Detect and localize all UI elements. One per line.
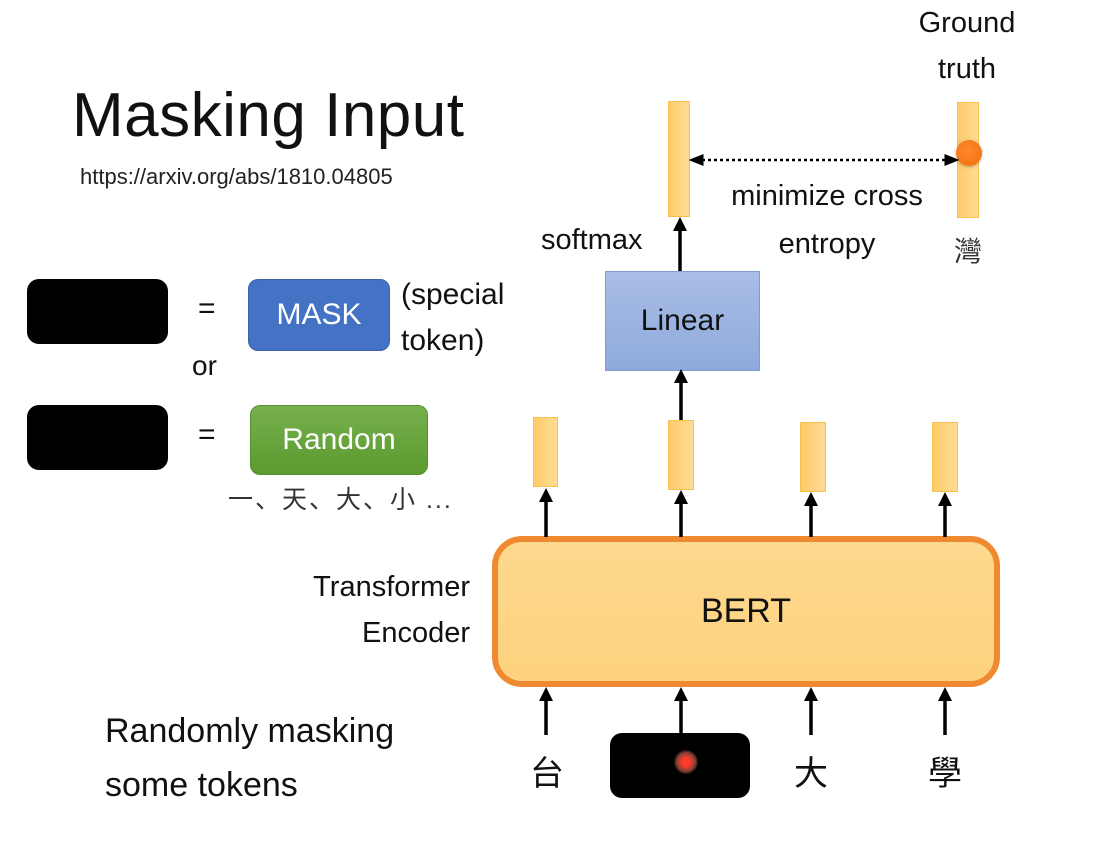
bert-output-vector-3	[800, 422, 826, 492]
ground-truth-line-2: truth	[937, 53, 997, 85]
encoder-label-line-2: Encoder	[361, 617, 470, 649]
caption: Randomly masking some tokens	[105, 704, 394, 812]
random-token-label: Random	[282, 423, 396, 456]
bert-output-vector-4	[932, 422, 958, 492]
linear-layer: Linear	[605, 271, 760, 371]
bert-encoder-block: BERT	[492, 536, 1000, 687]
mask-token: MASK	[248, 279, 390, 351]
special-token-note: (special token)	[401, 272, 504, 364]
special-note-line-1: (special	[401, 278, 505, 311]
ground-truth-label: Ground truth	[905, 0, 1029, 92]
input-token-3: 大	[794, 755, 828, 793]
laser-pointer-dot	[674, 750, 698, 774]
reference-url: https://arxiv.org/abs/1810.04805	[80, 164, 393, 189]
softmax-label: softmax	[541, 224, 643, 256]
bert-output-vector-2	[668, 420, 694, 490]
masked-token-block-2	[27, 405, 168, 470]
cross-entropy-line-1: minimize cross	[731, 180, 923, 212]
ground-truth-char: 灣	[954, 236, 983, 267]
transformer-encoder-label: Transformer Encoder	[270, 564, 470, 656]
caption-line-2: some tokens	[105, 766, 298, 804]
slide-title: Masking Input	[72, 81, 465, 150]
mask-token-label: MASK	[276, 298, 362, 331]
input-token-1: 台	[530, 755, 564, 793]
masked-token-block-1	[27, 279, 168, 344]
ground-truth-one-hot-dot	[956, 140, 982, 166]
caption-line-1: Randomly masking	[105, 712, 395, 750]
random-token-examples: 一、天、大、小 ...	[228, 486, 453, 514]
bert-label: BERT	[700, 592, 792, 630]
equals-sign-2: =	[198, 418, 216, 451]
cross-entropy-label: minimize cross entropy	[712, 172, 942, 268]
ground-truth-line-1: Ground	[918, 7, 1016, 39]
input-token-4: 學	[928, 755, 962, 793]
special-note-line-2: token)	[401, 324, 485, 357]
random-token: Random	[250, 405, 428, 475]
linear-layer-label: Linear	[640, 304, 725, 337]
bert-output-vector-1	[533, 417, 558, 487]
encoder-label-line-1: Transformer	[313, 571, 470, 603]
or-label: or	[192, 350, 217, 381]
cross-entropy-line-2: entropy	[778, 228, 876, 260]
equals-sign-1: =	[198, 292, 216, 325]
